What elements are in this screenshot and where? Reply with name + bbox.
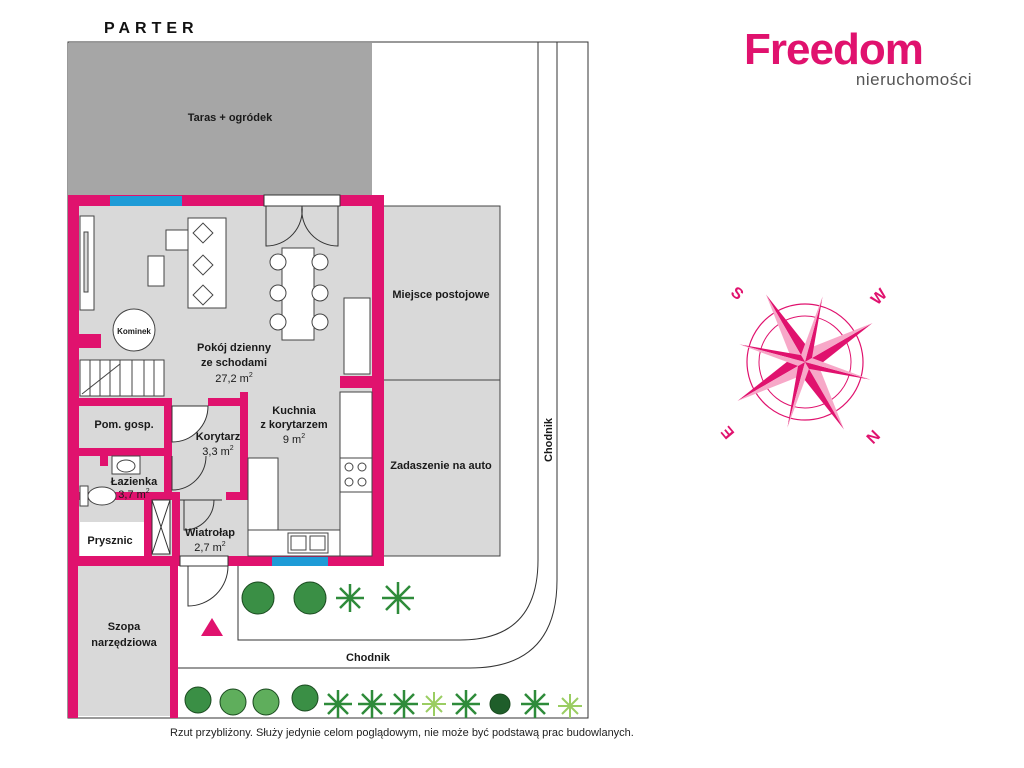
label-kitchen-1: Kuchnia	[272, 405, 316, 417]
plants	[184, 581, 582, 718]
compass-label-e: E	[718, 422, 738, 441]
stairs	[79, 359, 165, 397]
label-living-1: Pokój dzienny	[197, 342, 272, 354]
brand-logo: Freedom nieruchomości	[744, 26, 972, 90]
label-shed-1: Szopa	[108, 621, 141, 633]
label-fireplace: Kominek	[117, 327, 151, 336]
sidewalk-path-inner	[237, 42, 539, 641]
logo-brand: Freedom	[744, 25, 924, 74]
logo-subtitle: nieruchomości	[855, 70, 972, 89]
label-bathroom: Łazienka	[111, 476, 158, 488]
compass-label-s: S	[727, 284, 746, 304]
label-utility: Pom. gosp.	[94, 419, 153, 431]
interior-doors	[151, 405, 222, 555]
label-shower: Prysznic	[87, 535, 132, 547]
label-sidewalk-horizontal: Chodnik	[346, 652, 391, 664]
compass-rose-icon	[737, 294, 873, 430]
compass-label-n: N	[862, 426, 882, 446]
terrace-door	[263, 194, 341, 247]
label-shed-2: narzędziowa	[91, 637, 157, 649]
label-living-area: 27,2 m2	[215, 372, 253, 385]
label-kitchen-2: z korytarzem	[260, 419, 327, 431]
shed-area	[74, 564, 174, 716]
carport-area	[381, 379, 501, 557]
shed-wall-right	[170, 560, 178, 718]
label-living-2: ze schodami	[201, 357, 267, 369]
label-corridor-area: 3,3 m2	[202, 445, 234, 458]
entrance-door	[179, 555, 229, 607]
disclaimer-note: Rzut przybliżony. Służy jedynie celom po…	[170, 727, 634, 739]
shower-floor	[80, 522, 144, 558]
label-carport: Zadaszenie na auto	[390, 460, 492, 472]
floor-title: PARTER	[104, 20, 199, 37]
label-sidewalk-vertical: Chodnik	[543, 417, 555, 462]
shed-wall-left	[68, 560, 78, 718]
compass-label-w: W	[868, 285, 891, 308]
label-vestibule: Wiatrołap	[185, 527, 235, 539]
parking-area	[381, 205, 501, 381]
label-bathroom-area: 3,7 m2	[118, 488, 150, 501]
dining-set	[269, 247, 329, 341]
terrace-area	[68, 43, 372, 195]
label-terrace: Taras + ogródek	[188, 112, 273, 124]
window-living	[110, 196, 182, 206]
interior-walls	[72, 334, 372, 566]
window-kitchen	[272, 557, 328, 566]
entrance-marker-icon	[201, 618, 223, 636]
label-parking: Miejsce postojowe	[392, 289, 489, 301]
kitchen-units	[247, 297, 373, 557]
label-corridor: Korytarz	[196, 431, 241, 443]
label-kitchen-area: 9 m2	[283, 433, 305, 446]
label-vestibule-area: 2,7 m2	[194, 541, 226, 554]
living-furniture	[79, 215, 227, 311]
fireplace	[112, 308, 156, 352]
sidewalk-path-outer	[176, 42, 558, 669]
bathroom-fixtures	[79, 455, 141, 507]
